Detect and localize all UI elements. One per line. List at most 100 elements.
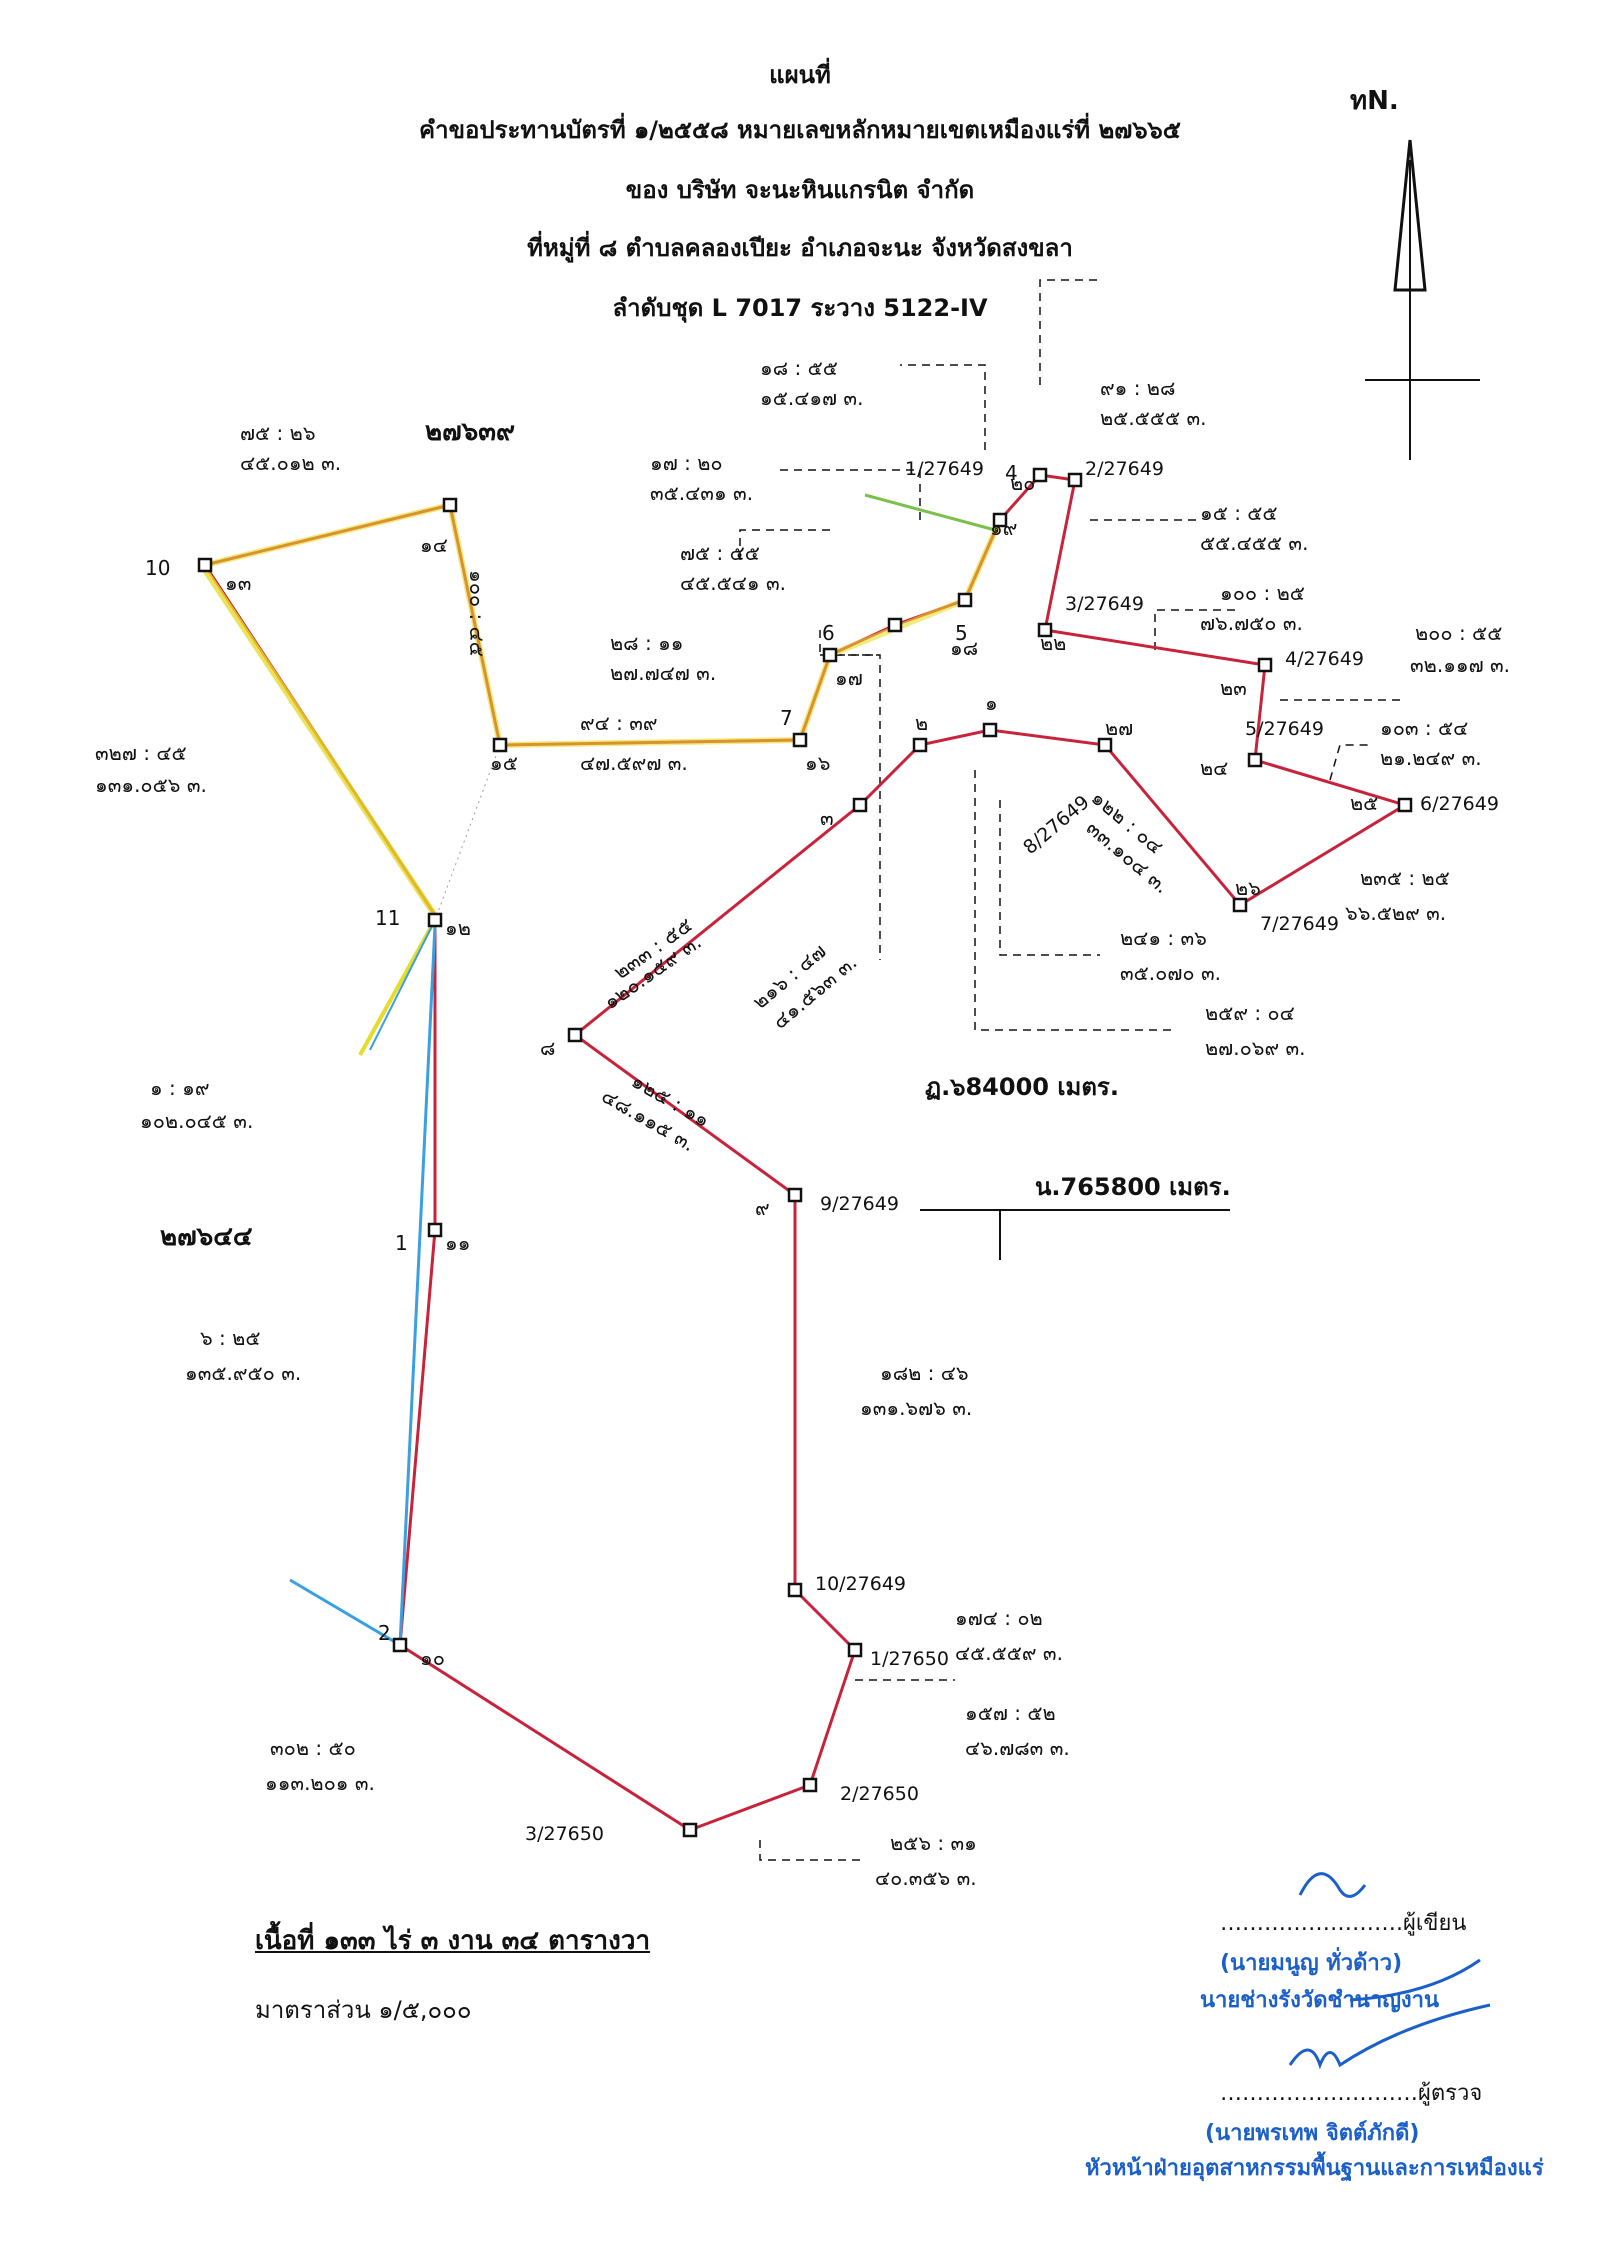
header-line-3: ที่หมู่ที่ ๘ ตำบลคลองเปียะ อำเภอจะนะ จัง… [527, 234, 1073, 262]
svg-text:๔๕.๕๕๙ ๓.: ๔๕.๕๕๙ ๓. [955, 1641, 1063, 1665]
svg-text:๔๕.๐๑๒ ๓.: ๔๕.๐๑๒ ๓. [240, 451, 341, 475]
svg-text:๑๓๑.๖๗๖ ๓.: ๑๓๑.๖๗๖ ๓. [860, 1396, 972, 1420]
vertex-label: ๒๖ [1235, 876, 1261, 900]
svg-text:๑๐๓ : ๕๔: ๑๐๓ : ๕๔ [1380, 716, 1468, 740]
svg-text:๕๕.๔๕๕ ๓.: ๕๕.๔๕๕ ๓. [1200, 531, 1308, 555]
svg-text:๙๑ : ๒๘: ๙๑ : ๒๘ [1100, 376, 1175, 400]
ref-label: 5/27649 [1245, 718, 1324, 740]
vertex-label: ๑๐ [420, 1646, 445, 1670]
svg-text:๔๖.๗๘๓ ๓.: ๔๖.๗๘๓ ๓. [965, 1736, 1070, 1760]
svg-text:๙๔ : ๓๙: ๙๔ : ๓๙ [580, 711, 658, 735]
svg-text:๑๐๐ : ๔๕: ๑๐๐ : ๔๕ [465, 570, 489, 657]
svg-text:๓๕.๔๓๑ ๓.: ๓๕.๔๓๑ ๓. [650, 481, 753, 505]
svg-text:๔๕.๕๔๑ ๓.: ๔๕.๕๔๑ ๓. [680, 571, 786, 595]
vertex-label: ๙ [755, 1196, 770, 1220]
svg-text:๑๓๕.๙๕๐ ๓.: ๑๓๕.๙๕๐ ๓. [185, 1361, 301, 1385]
svg-text:๒๕๙ : ๐๔: ๒๕๙ : ๐๔ [1205, 1001, 1295, 1025]
ref-label: 9/27649 [820, 1193, 899, 1215]
svg-text:๖๖.๕๒๙ ๓.: ๖๖.๕๒๙ ๓. [1345, 901, 1446, 925]
writer-line: …………………….ผู้เขียน [1220, 1911, 1467, 1936]
svg-text:๑๕๗ : ๕๒: ๑๕๗ : ๕๒ [965, 1701, 1056, 1725]
vertex-label: ๑๓ [225, 571, 251, 595]
vertex-label: ๑๑ [445, 1231, 470, 1255]
parcel-label: ๒๗๖๓๙ [425, 417, 515, 447]
header-line-4: ลำดับชุด L 7017 ระวาง 5122-IV [612, 294, 988, 322]
svg-text:๑๘๒ : ๔๖: ๑๘๒ : ๔๖ [880, 1361, 969, 1385]
coordinate-n: น.765800 เมตร. [1035, 1173, 1231, 1201]
svg-text:๓๒๗ : ๔๕: ๓๒๗ : ๔๕ [95, 741, 187, 765]
vertex-label: ๒๓ [1220, 676, 1247, 700]
svg-text:๓๐๒ : ๕๐: ๓๐๒ : ๕๐ [270, 1736, 356, 1760]
ref-label: 7/27649 [1260, 913, 1339, 935]
vertex-label: 2 [378, 1621, 391, 1645]
vertex-label: ๓ [820, 806, 834, 830]
svg-text:๑๗๔ : ๐๒: ๑๗๔ : ๐๒ [955, 1606, 1043, 1630]
writer-name: (นายมนูญ ทั่วด้าว) [1220, 1951, 1403, 1976]
svg-text:๑๐๐ : ๒๕: ๑๐๐ : ๒๕ [1220, 581, 1305, 605]
vertex-label: 7 [780, 706, 793, 730]
vertex-label: 11 [375, 906, 400, 930]
vertex-labels: 10 ๑๓ ๑๔ ๑๕ ๑๖ ๑๗ ๑๘ ๑๙ ๑ ๒ ๓ 4 5 6 7 11… [145, 461, 1378, 1670]
svg-text:๗๖.๗๕๐ ๓.: ๗๖.๗๕๐ ๓. [1200, 611, 1303, 635]
vertex-label: 1 [395, 1231, 408, 1255]
coordinate-labels: ฏ.๖84000 เมตร. น.765800 เมตร. ๒๗๖๓๙ ๒๗๖๔… [160, 417, 1231, 1252]
svg-text:๒๔๑ : ๓๖: ๒๔๑ : ๓๖ [1120, 926, 1207, 950]
ref-label: 1/27649 [905, 458, 984, 480]
vertex-label: ๑๔ [420, 533, 448, 557]
svg-text:๗๕ : ๕๕: ๗๕ : ๕๕ [680, 541, 760, 565]
ref-label: 4/27649 [1285, 648, 1364, 670]
svg-text:๒๕.๕๕๕ ๓.: ๒๕.๕๕๕ ๓. [1100, 406, 1206, 430]
svg-text:๒๑.๒๔๙ ๓.: ๒๑.๒๔๙ ๓. [1380, 746, 1482, 770]
svg-text:๑๓๑.๐๕๖ ๓.: ๑๓๑.๐๕๖ ๓. [95, 773, 207, 797]
vertex-label: ๒๐ [1010, 471, 1035, 495]
bearing-leaders [739, 279, 1400, 1861]
ref-label: 8/27649 [1019, 791, 1094, 859]
vertex-label: ๑๒ [445, 916, 471, 940]
svg-text:๖ : ๒๕: ๖ : ๒๕ [200, 1326, 260, 1350]
parcel-label: ๒๗๖๔๔ [160, 1222, 253, 1252]
svg-text:๒๓๕ : ๒๕: ๒๓๕ : ๒๕ [1360, 866, 1450, 890]
north-arrow-icon [1365, 139, 1480, 460]
header-line-1: คำขอประทานบัตรที่ ๑/๒๕๕๘ หมายเลขหลักหมาย… [419, 116, 1181, 144]
ref-label: 2/27649 [1085, 458, 1164, 480]
vertex-label: ๒ [915, 711, 928, 735]
svg-text:๓๒.๑๑๗ ๓.: ๓๒.๑๑๗ ๓. [1410, 653, 1510, 677]
svg-text:๗๕ : ๒๖: ๗๕ : ๒๖ [240, 421, 316, 445]
vertex-label: ๑๙ [990, 516, 1017, 540]
checker-title: หัวหน้าฝ่ายอุตสาหกรรมพื้นฐานและการเหมือง… [1085, 2156, 1544, 2181]
writer-title: นายช่างรังวัดชำนาญงาน [1200, 1988, 1440, 2013]
area-text: เนื้อที่ ๑๓๓ ไร่ ๓ งาน ๓๔ ตารางวา [255, 1926, 651, 1956]
svg-text:๑๑๓.๒๐๑ ๓.: ๑๑๓.๒๐๑ ๓. [265, 1771, 375, 1795]
vertex-label: ๒๔ [1200, 756, 1228, 780]
ref-label: 1/27650 [870, 1648, 949, 1670]
vertex-label: ๑๖ [805, 751, 830, 775]
coordinate-e: ฏ.๖84000 เมตร. [925, 1073, 1119, 1101]
svg-text:๓๕.๐๗๐ ๓.: ๓๕.๐๗๐ ๓. [1120, 961, 1221, 985]
svg-text:๑๕.๔๑๗ ๓.: ๑๕.๔๑๗ ๓. [760, 386, 863, 410]
signature-marks [1288, 1872, 1491, 2070]
vertex-label: ๒๗ [1105, 716, 1133, 740]
ref-label: 10/27649 [815, 1573, 906, 1595]
checker-name: (นายพรเทพ จิตต์ภักดี) [1205, 2121, 1420, 2146]
vertex-label: ๑๗ [835, 666, 863, 690]
svg-text:๑๐๒.๐๔๕ ๓.: ๑๐๒.๐๔๕ ๓. [140, 1109, 253, 1133]
svg-text:๒๗.๗๔๗ ๓.: ๒๗.๗๔๗ ๓. [610, 661, 716, 685]
